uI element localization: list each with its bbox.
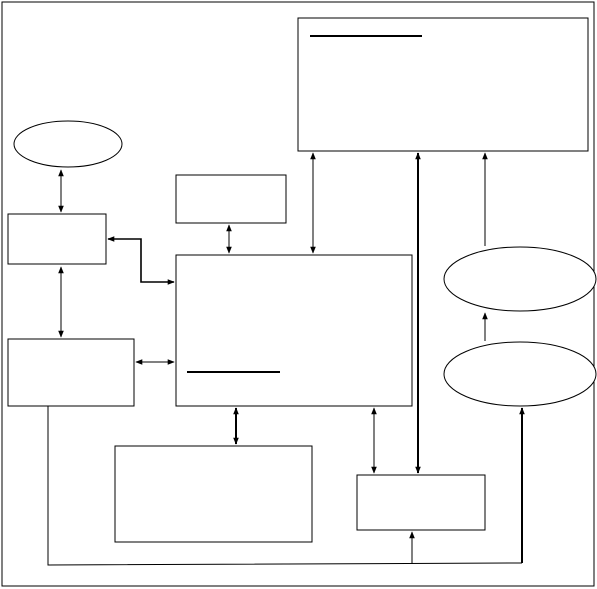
- node-right-ellipse-upper: [443, 246, 597, 312]
- connector-left-box-lower-to-bus: [47, 406, 523, 566]
- node-top-right-box: [297, 17, 589, 152]
- node-bottom-center-box: [114, 445, 313, 543]
- node-center-box: [175, 254, 413, 407]
- node-left-box-lower: [7, 338, 135, 407]
- node-right-ellipse-lower: [443, 341, 597, 407]
- node-bottom-right-box: [356, 474, 486, 531]
- connections: [47, 152, 525, 566]
- connector-center-box-to-left-box-upper: [107, 236, 175, 285]
- node-left-ellipse: [13, 120, 123, 168]
- node-small-top-box: [175, 174, 287, 224]
- node-left-box-upper: [7, 213, 107, 265]
